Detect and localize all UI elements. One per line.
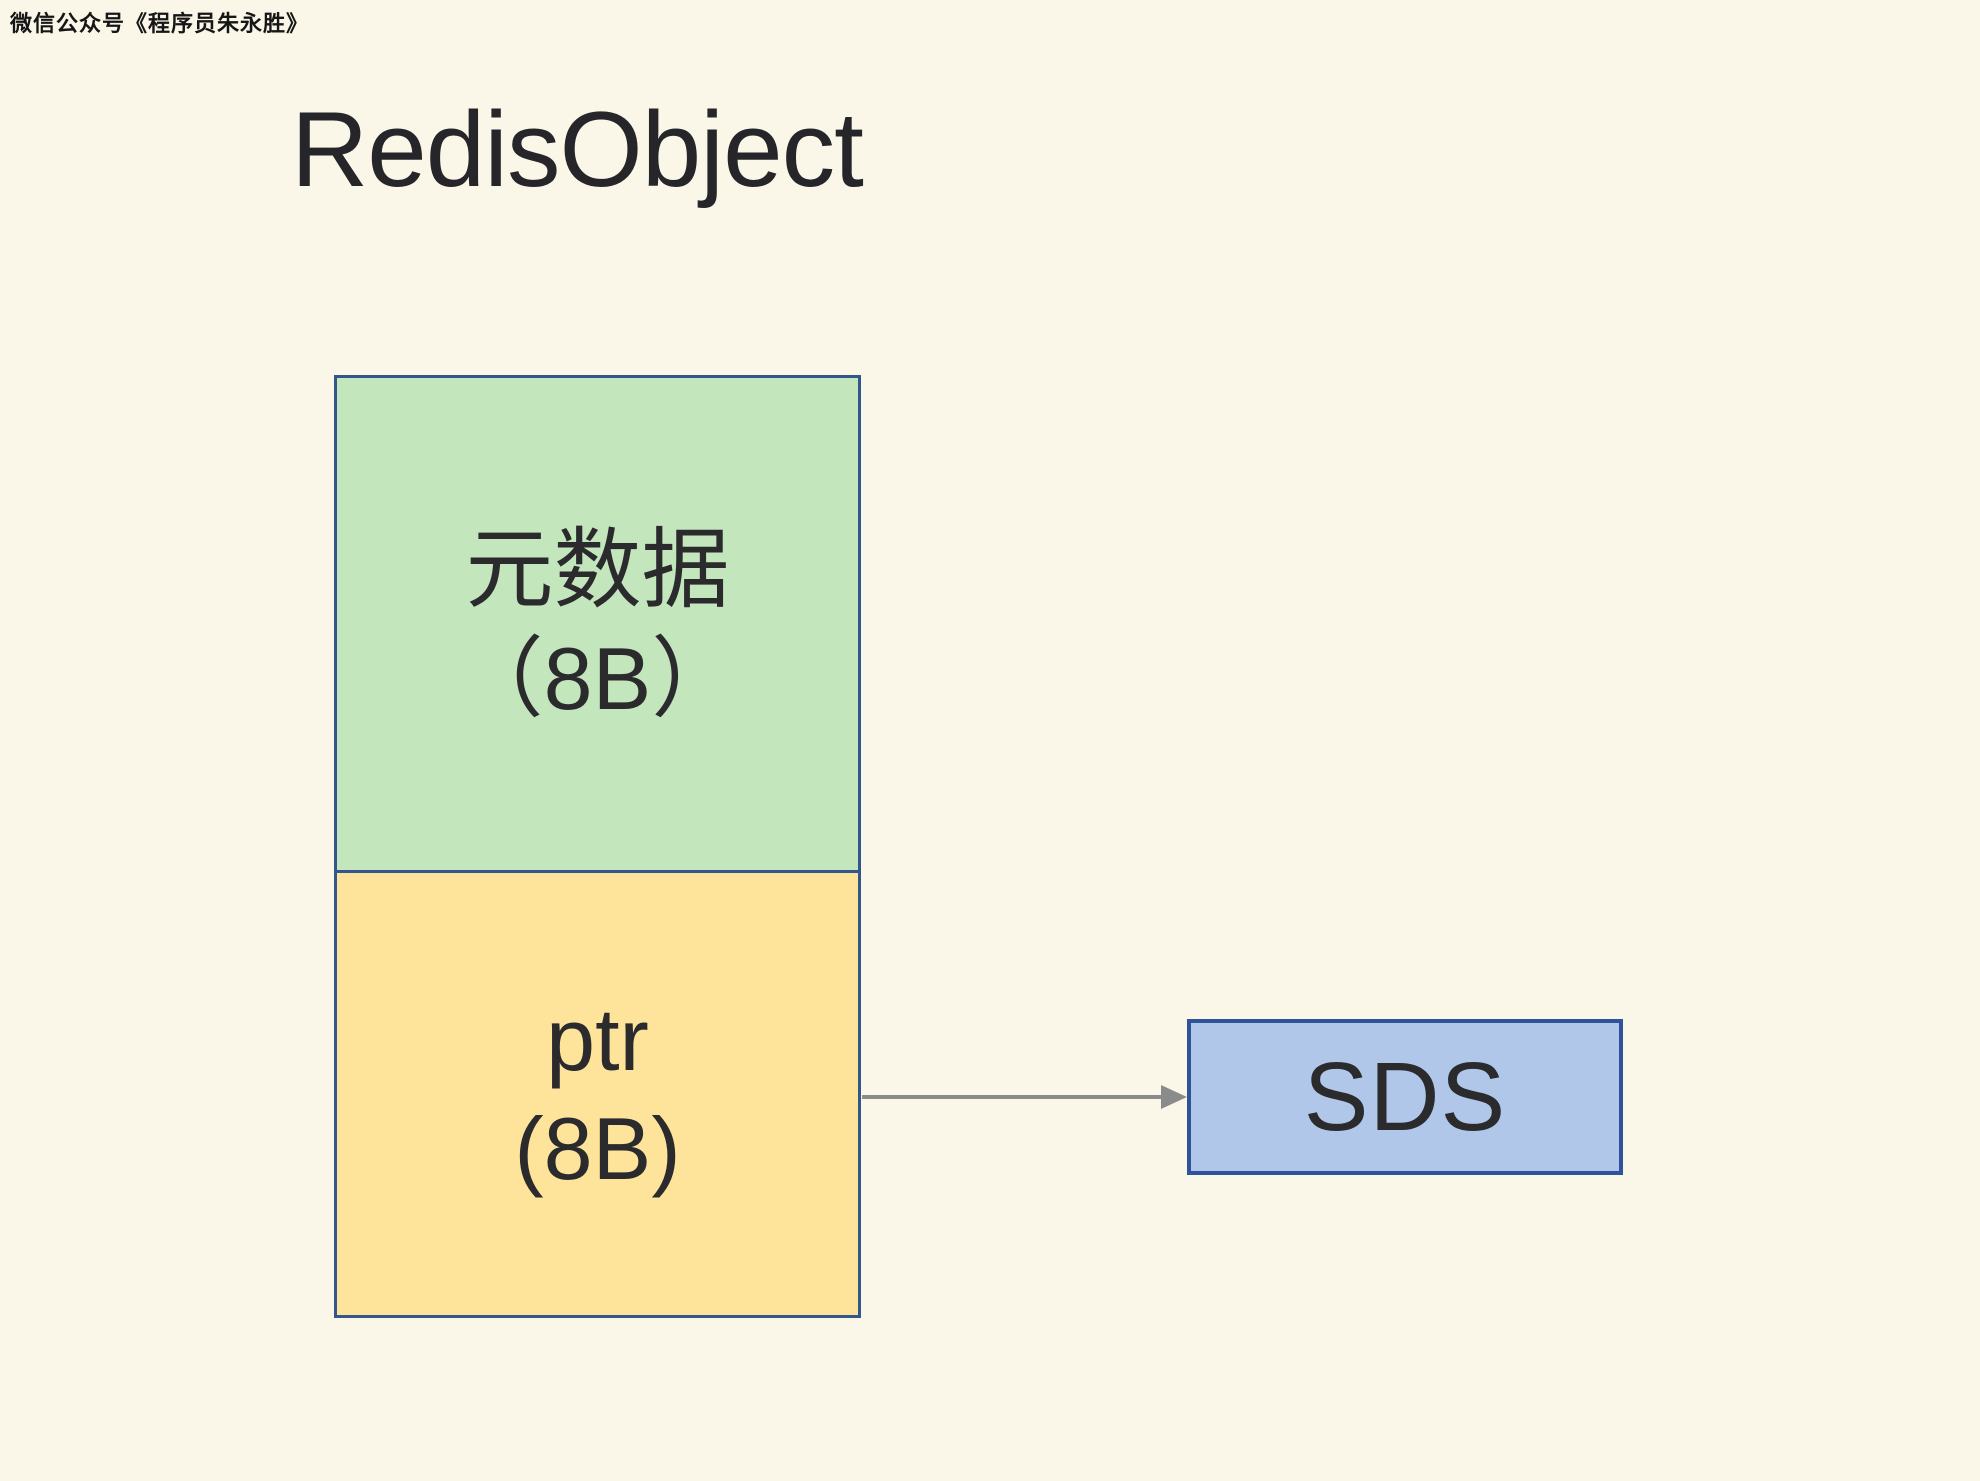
pointer-arrow-icon [862, 1085, 1187, 1109]
sds-box: SDS [1187, 1019, 1623, 1175]
ptr-cell: ptr (8B) [337, 873, 858, 1315]
metadata-cell: 元数据 （8B） [337, 378, 858, 873]
ptr-label: ptr [546, 989, 649, 1089]
sds-label: SDS [1303, 1042, 1507, 1151]
metadata-label: 元数据 [465, 519, 730, 619]
redis-object-box: 元数据 （8B） ptr (8B) [334, 375, 861, 1318]
ptr-size-label: (8B) [514, 1099, 681, 1198]
page-title: RedisObject [291, 89, 864, 209]
metadata-size-label: （8B） [455, 629, 740, 728]
watermark-text: 微信公众号《程序员朱永胜》 [10, 11, 310, 36]
